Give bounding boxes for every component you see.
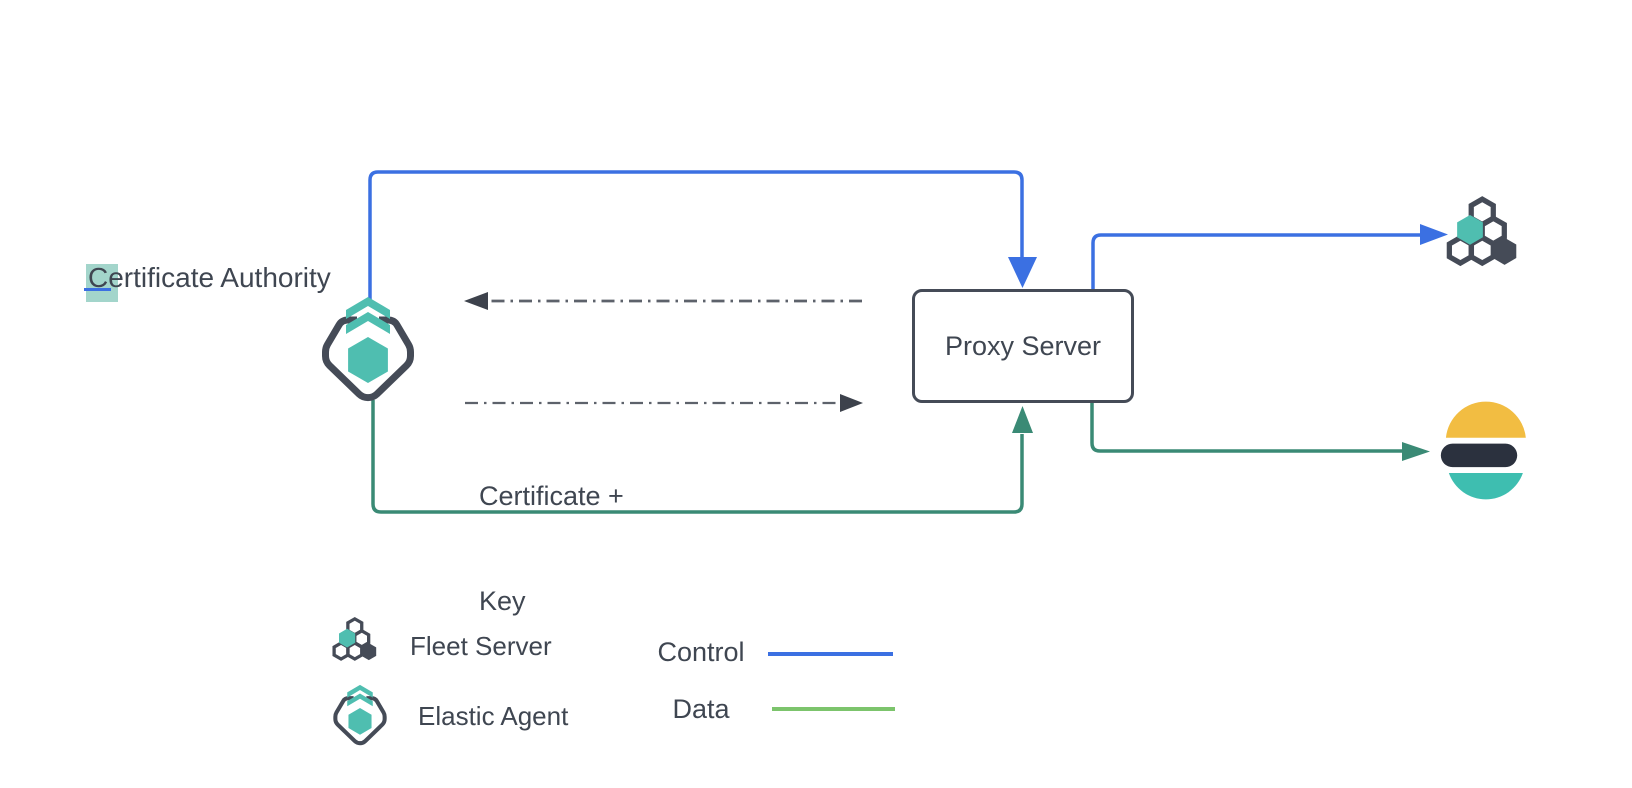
- fleet-hex-bottom-mid: [1468, 234, 1496, 267]
- fleet-hex-teal: [1457, 214, 1483, 245]
- legend-fleet-hex-dark: [361, 643, 377, 661]
- legend-fleet-hex-bottom-mid: [346, 641, 364, 661]
- legend-agent-chevron-bottom: [347, 693, 373, 707]
- legend-fleet-hex-teal: [339, 628, 356, 648]
- certificate-key-label: Certificate + Key: [479, 409, 624, 689]
- dashed-arrowhead-left: [464, 292, 488, 310]
- elasticsearch-middle-bar: [1440, 443, 1518, 468]
- agent-bracket-outline: [322, 316, 414, 402]
- control-arrowhead-proxy-top: [1008, 257, 1037, 288]
- legend-fleet-server-icon: [332, 616, 377, 661]
- certificate-key-line1: Certificate +: [479, 481, 624, 511]
- data-arrowhead-proxy-bottom: [1012, 406, 1033, 433]
- data-arrowhead-elasticsearch: [1402, 442, 1430, 461]
- certificate-authority-rest: ertificate Authority: [108, 262, 331, 293]
- proxy-server-box: Proxy Server: [912, 289, 1134, 403]
- legend-elastic-agent-label: Elastic Agent: [418, 701, 569, 731]
- legend-fleet-server-label: Fleet Server: [410, 631, 552, 661]
- agent-chevron-top: [346, 297, 390, 319]
- text-cursor-caret: [84, 288, 111, 291]
- proxy-server-label: Proxy Server: [944, 330, 1102, 361]
- agent-chevron-bottom: [346, 312, 390, 334]
- legend-agent-chevron-top: [347, 684, 373, 698]
- elasticsearch-bottom-slice: [1448, 473, 1523, 500]
- fleet-server-icon: [1446, 196, 1517, 267]
- elastic-agent-icon: [322, 297, 414, 402]
- control-path-agent-to-proxy: [368, 170, 1024, 300]
- legend-agent-hexagon: [348, 708, 372, 735]
- certificate-authority-label: Certificate Authority: [88, 262, 331, 294]
- certificate-key-line2: Key: [479, 586, 526, 616]
- text-selection-highlight: [86, 264, 118, 302]
- dashed-arrowhead-right: [840, 394, 863, 412]
- legend-agent-bracket-outline: [333, 696, 387, 746]
- control-arrowhead-fleet: [1420, 224, 1448, 245]
- legend-elastic-agent-icon: [333, 684, 387, 746]
- agent-hexagon: [348, 337, 388, 383]
- elasticsearch-top-slice: [1445, 401, 1526, 438]
- data-path-proxy-to-elasticsearch: [1090, 403, 1403, 453]
- control-path-proxy-to-fleet: [1091, 233, 1421, 289]
- elasticsearch-logo-icon: [1440, 401, 1526, 500]
- certificate-authority-first-letter: C: [88, 262, 109, 293]
- legend-data-label: Data: [672, 694, 730, 724]
- data-path-agent-to-proxy: [371, 400, 1024, 514]
- legend-control-label: Control: [657, 637, 745, 667]
- fleet-hex-dark: [1492, 237, 1517, 265]
